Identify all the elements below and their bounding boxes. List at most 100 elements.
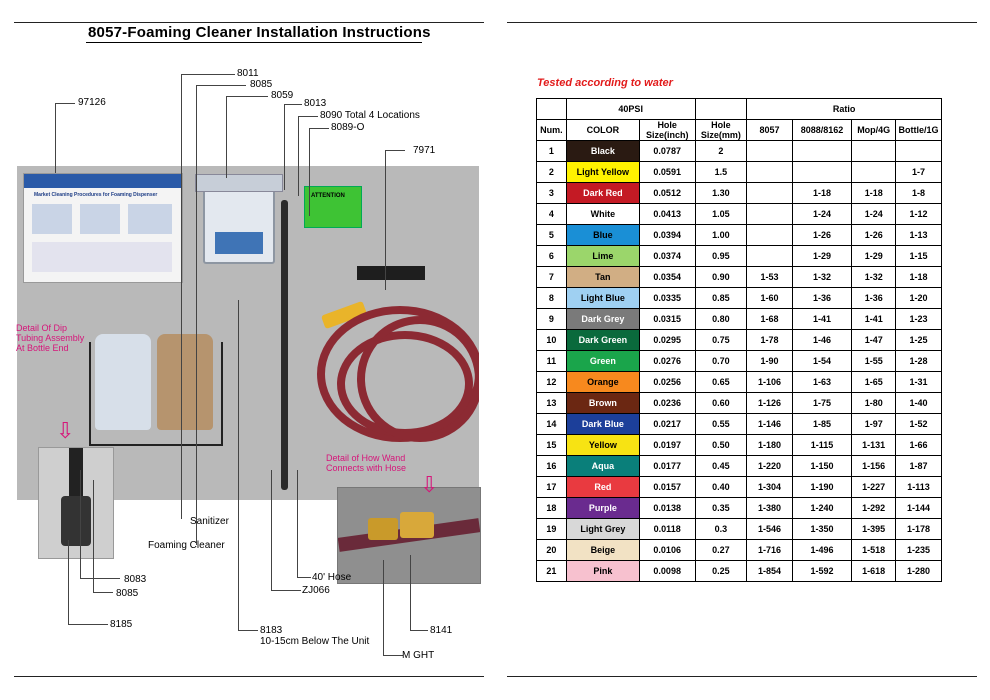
cell-ratio-mop	[851, 140, 897, 162]
leader-line	[385, 150, 405, 151]
cell-ratio-8088: 1-41	[791, 308, 853, 330]
color-swatch: Yellow	[566, 435, 639, 455]
cell-hole-inch: 0.0335	[638, 287, 696, 309]
leader-line	[410, 555, 411, 630]
cell-ratio-bottle: 1-15	[895, 245, 942, 267]
col-header-8088: 8088/8162	[791, 119, 853, 141]
cell-hole-mm: 0.27	[694, 539, 748, 561]
leader-line	[238, 630, 258, 631]
cell-color: Purple	[565, 497, 640, 519]
leader-line	[196, 85, 197, 545]
cell-ratio-mop: 1-24	[851, 203, 897, 225]
cell-hole-mm: 0.75	[694, 329, 748, 351]
cell-color: Aqua	[565, 455, 640, 477]
cell-ratio-8057: 1-60	[746, 287, 793, 309]
cell-color: Light Blue	[565, 287, 640, 309]
color-swatch: Orange	[566, 372, 639, 392]
color-swatch: Brown	[566, 393, 639, 413]
color-swatch: Dark Grey	[566, 309, 639, 329]
cell-ratio-8057: 1-90	[746, 350, 793, 372]
callout-8089: 8089-O	[331, 122, 365, 133]
brass-coupling	[368, 518, 398, 540]
cell-ratio-mop: 1-227	[851, 476, 897, 498]
cell-ratio-bottle: 1-144	[895, 497, 942, 519]
cell-hole-mm: 1.05	[694, 203, 748, 225]
cell-hole-mm: 2	[694, 140, 748, 162]
cell-ratio-8088: 1-75	[791, 392, 853, 414]
cell-ratio-8057: 1-380	[746, 497, 793, 519]
cell-hole-mm: 1.5	[694, 161, 748, 183]
color-swatch: Black	[566, 141, 639, 161]
cell-hole-mm: 0.70	[694, 350, 748, 372]
leader-line	[68, 624, 108, 625]
callout-sanitizer: Sanitizer	[190, 516, 229, 527]
callout-8083: 8083	[124, 574, 147, 585]
cell-ratio-bottle: 1-8	[895, 182, 942, 204]
header-ratio: Ratio	[746, 98, 942, 120]
color-swatch: Lime	[566, 246, 639, 266]
dispenser-top	[195, 174, 283, 192]
leader-line	[68, 540, 69, 624]
cell-hole-inch: 0.0374	[638, 245, 696, 267]
cell-ratio-8088	[791, 140, 853, 162]
poster-block	[128, 204, 172, 234]
callout-8090: 8090 Total 4 Locations	[320, 110, 420, 121]
foaming-dispenser	[195, 174, 283, 264]
cell-num: 3	[536, 182, 567, 204]
cell-hole-mm: 0.25	[694, 560, 748, 582]
bottle-rack	[89, 342, 223, 446]
dip-tube	[69, 448, 83, 498]
dip-tubing-note: Detail Of Dip Tubing Assembly At Bottle …	[16, 323, 84, 353]
cell-hole-mm: 0.35	[694, 497, 748, 519]
header-40psi: 40PSI	[565, 98, 696, 120]
cell-hole-inch: 0.0197	[638, 434, 696, 456]
cell-ratio-bottle: 1-52	[895, 413, 942, 435]
color-swatch: Dark Red	[566, 183, 639, 203]
cell-ratio-mop: 1-55	[851, 350, 897, 372]
cell-ratio-bottle: 1-18	[895, 266, 942, 288]
leader-line	[93, 592, 113, 593]
top-rule-left	[14, 22, 484, 23]
cell-color: Light Yellow	[565, 161, 640, 183]
cell-num: 5	[536, 224, 567, 246]
cell-ratio-8057: 1-126	[746, 392, 793, 414]
cell-ratio-8057: 1-68	[746, 308, 793, 330]
leader-line	[271, 590, 301, 591]
callout-foaming-cleaner: Foaming Cleaner	[148, 540, 225, 551]
cell-hole-inch: 0.0157	[638, 476, 696, 498]
cell-ratio-8088	[791, 161, 853, 183]
leader-line	[93, 480, 94, 592]
cell-hole-inch: 0.0177	[638, 455, 696, 477]
color-swatch: Aqua	[566, 456, 639, 476]
callout-8013: 8013	[304, 98, 327, 109]
cell-ratio-mop: 1-395	[851, 518, 897, 540]
top-rule-right	[507, 22, 977, 23]
cell-ratio-8057: 1-220	[746, 455, 793, 477]
installation-photo: Market Cleaning Procedures for Foaming D…	[17, 166, 479, 500]
cell-num: 21	[536, 560, 567, 582]
cell-ratio-8088: 1-26	[791, 224, 853, 246]
cell-ratio-mop: 1-47	[851, 329, 897, 351]
cell-ratio-8088: 1-36	[791, 287, 853, 309]
cell-ratio-8088: 1-18	[791, 182, 853, 204]
cell-ratio-bottle: 1-12	[895, 203, 942, 225]
cell-ratio-mop: 1-32	[851, 266, 897, 288]
cell-color: Red	[565, 476, 640, 498]
wand-arrow-icon: ⇩	[420, 472, 439, 497]
dip-tube-detail-photo	[38, 447, 114, 559]
cell-ratio-mop: 1-18	[851, 182, 897, 204]
col-header-bottle: Bottle/1G	[895, 119, 942, 141]
cell-ratio-8088: 1-24	[791, 203, 853, 225]
color-swatch: Light Grey	[566, 519, 639, 539]
cell-ratio-bottle: 1-7	[895, 161, 942, 183]
cell-ratio-8088: 1-32	[791, 266, 853, 288]
color-swatch: Pink	[566, 561, 639, 581]
